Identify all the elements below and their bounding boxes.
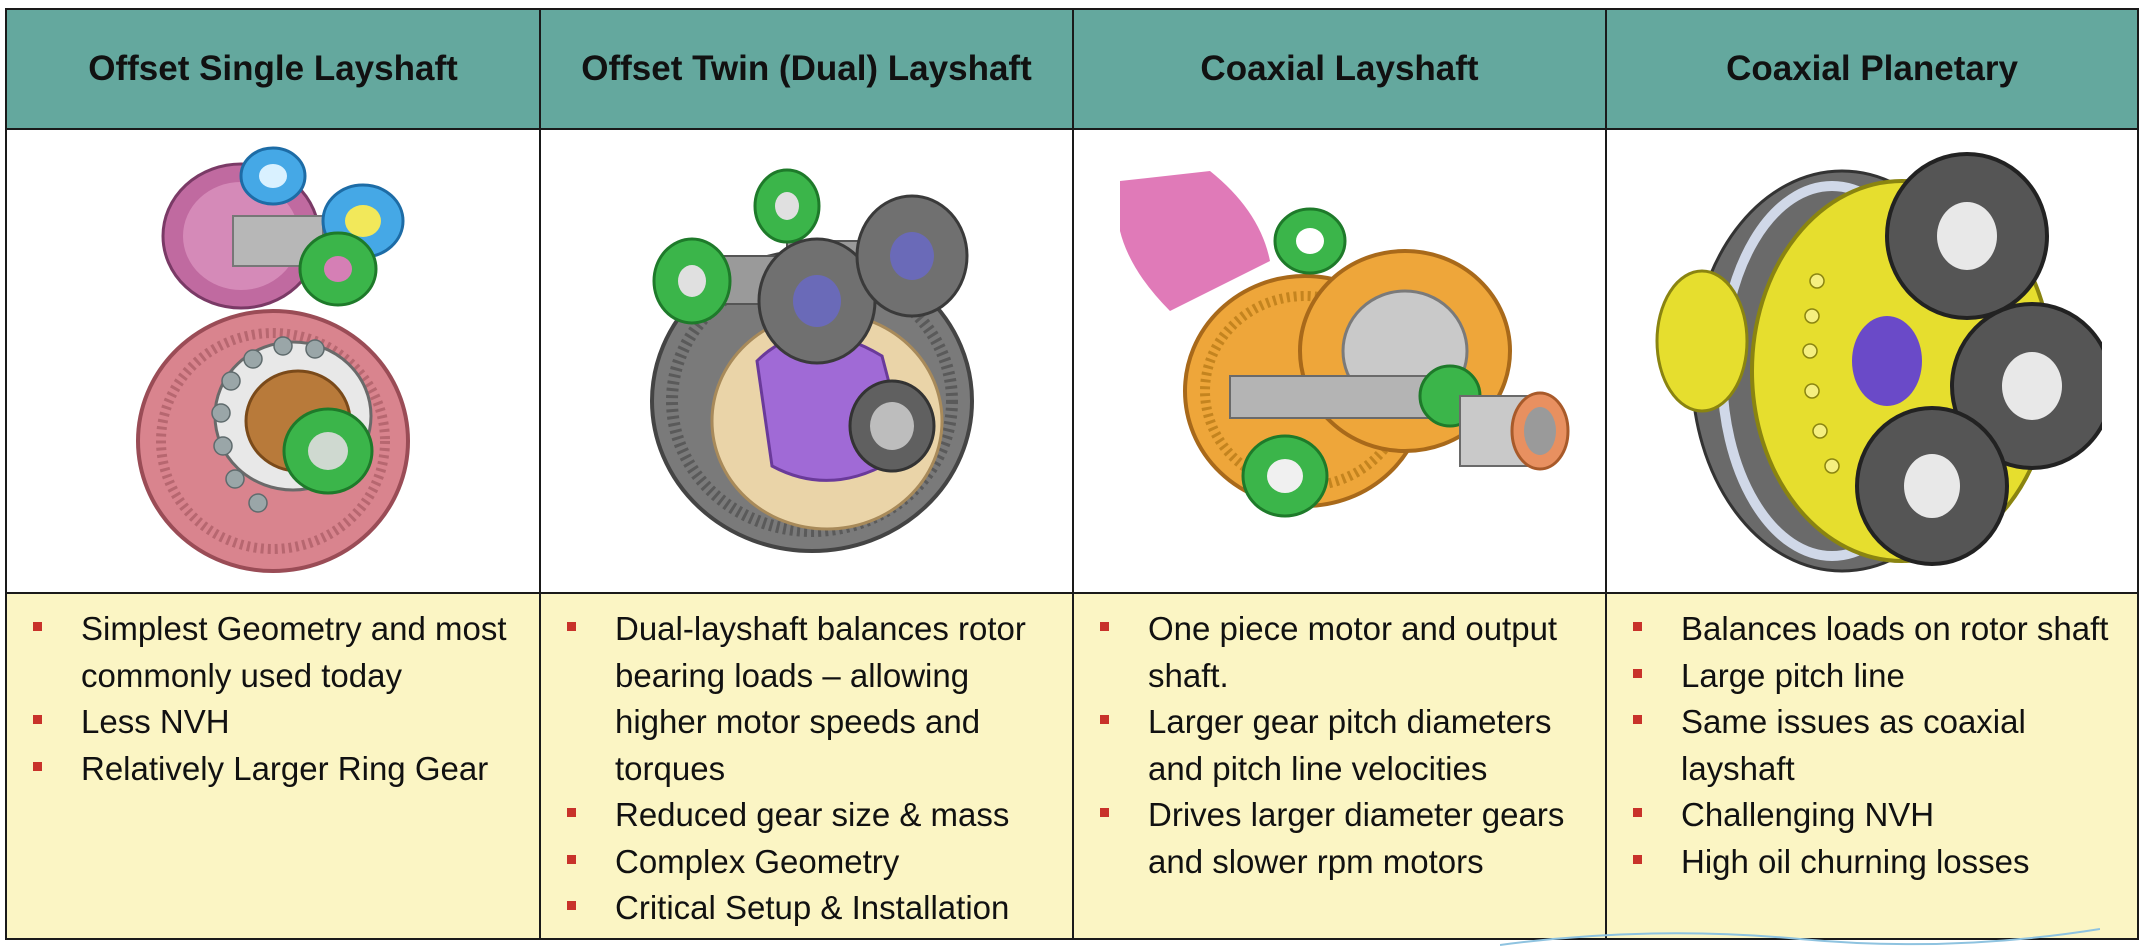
column-heading: Coaxial Layshaft bbox=[1072, 8, 1607, 130]
list-item: Challenging NVH bbox=[1631, 792, 2127, 839]
image-cell bbox=[5, 128, 541, 594]
coaxial-layshaft-gearbox-image bbox=[1119, 171, 1569, 518]
list-item: Complex Geometry bbox=[565, 839, 1062, 886]
list-item: Large pitch line bbox=[1631, 653, 2127, 700]
bullet-square-icon bbox=[567, 808, 576, 817]
image-cell bbox=[1605, 128, 2139, 594]
list-item: Larger gear pitch diameters and pitch li… bbox=[1098, 699, 1595, 792]
bullet-square-icon bbox=[1633, 715, 1642, 724]
image-cell bbox=[539, 128, 1074, 594]
bullet-text: Challenging NVH bbox=[1681, 796, 1935, 833]
list-item: One piece motor and output shaft. bbox=[1098, 606, 1595, 699]
bullet-text: Critical Setup & Installation bbox=[615, 889, 1010, 926]
offset-twin-layshaft-gearbox-image bbox=[649, 168, 974, 553]
list-item: Simplest Geometry and most commonly used… bbox=[31, 606, 529, 699]
bullet-text: Same issues as coaxial layshaft bbox=[1681, 703, 2026, 787]
column-heading: Offset Single Layshaft bbox=[5, 8, 541, 130]
bullet-list: One piece motor and output shaft. Larger… bbox=[1074, 594, 1605, 885]
bullet-cell: Simplest Geometry and most commonly used… bbox=[5, 592, 541, 940]
bullet-square-icon bbox=[33, 715, 42, 724]
bullet-square-icon bbox=[1100, 715, 1109, 724]
bullet-text: Simplest Geometry and most commonly used… bbox=[81, 610, 507, 694]
bullet-text: Drives larger diameter gears and slower … bbox=[1148, 796, 1565, 880]
list-item: Less NVH bbox=[31, 699, 529, 746]
bullet-square-icon bbox=[567, 901, 576, 910]
list-item: High oil churning losses bbox=[1631, 839, 2127, 886]
bullet-list: Dual-layshaft balances rotor bearing loa… bbox=[541, 594, 1072, 932]
bullet-cell: Dual-layshaft balances rotor bearing loa… bbox=[539, 592, 1074, 940]
bullet-text: Less NVH bbox=[81, 703, 230, 740]
column-heading: Coaxial Planetary bbox=[1605, 8, 2139, 130]
bullet-square-icon bbox=[567, 854, 576, 864]
bullet-square-icon bbox=[33, 761, 42, 771]
bullet-text: Larger gear pitch diameters and pitch li… bbox=[1148, 703, 1552, 787]
header-row: Offset Single Layshaft Offset Twin (Dual… bbox=[5, 8, 2139, 130]
list-item: Critical Setup & Installation bbox=[565, 885, 1062, 932]
gearbox-comparison-table: Offset Single Layshaft Offset Twin (Dual… bbox=[5, 8, 2139, 940]
bullet-text: Balances loads on rotor shaft bbox=[1681, 610, 2109, 647]
list-item: Balances loads on rotor shaft bbox=[1631, 606, 2127, 653]
bullet-square-icon bbox=[1100, 808, 1109, 817]
bullet-square-icon bbox=[1633, 808, 1642, 817]
list-item: Reduced gear size & mass bbox=[565, 792, 1062, 839]
coaxial-planetary-gearbox-image bbox=[1655, 152, 2102, 573]
bullet-square-icon bbox=[1100, 622, 1109, 631]
image-row bbox=[5, 128, 2139, 594]
bullet-square-icon bbox=[33, 622, 42, 631]
offset-single-layshaft-gearbox-image bbox=[136, 146, 410, 573]
bullet-list: Balances loads on rotor shaft Large pitc… bbox=[1607, 594, 2137, 885]
bullet-row: Simplest Geometry and most commonly used… bbox=[5, 592, 2139, 940]
bullet-square-icon bbox=[567, 622, 576, 631]
bullet-cell: Balances loads on rotor shaft Large pitc… bbox=[1605, 592, 2139, 940]
bullet-square-icon bbox=[1633, 622, 1642, 631]
bullet-cell: One piece motor and output shaft. Larger… bbox=[1072, 592, 1607, 940]
list-item: Drives larger diameter gears and slower … bbox=[1098, 792, 1595, 885]
bullet-text: Reduced gear size & mass bbox=[615, 796, 1010, 833]
bullet-text: One piece motor and output shaft. bbox=[1148, 610, 1558, 694]
bullet-square-icon bbox=[1633, 668, 1642, 678]
list-item: Relatively Larger Ring Gear bbox=[31, 746, 529, 793]
column-heading: Offset Twin (Dual) Layshaft bbox=[539, 8, 1074, 130]
bullet-list: Simplest Geometry and most commonly used… bbox=[7, 594, 539, 792]
bullet-square-icon bbox=[1633, 854, 1642, 864]
bullet-text: Complex Geometry bbox=[615, 842, 900, 880]
bullet-text: High oil churning losses bbox=[1681, 842, 2030, 880]
bullet-text: Large pitch line bbox=[1681, 656, 1905, 694]
bullet-text: Relatively Larger Ring Gear bbox=[81, 749, 489, 787]
image-cell bbox=[1072, 128, 1607, 594]
list-item: Dual-layshaft balances rotor bearing loa… bbox=[565, 606, 1062, 792]
list-item: Same issues as coaxial layshaft bbox=[1631, 699, 2127, 792]
bullet-text: Dual-layshaft balances rotor bearing loa… bbox=[615, 610, 1026, 787]
